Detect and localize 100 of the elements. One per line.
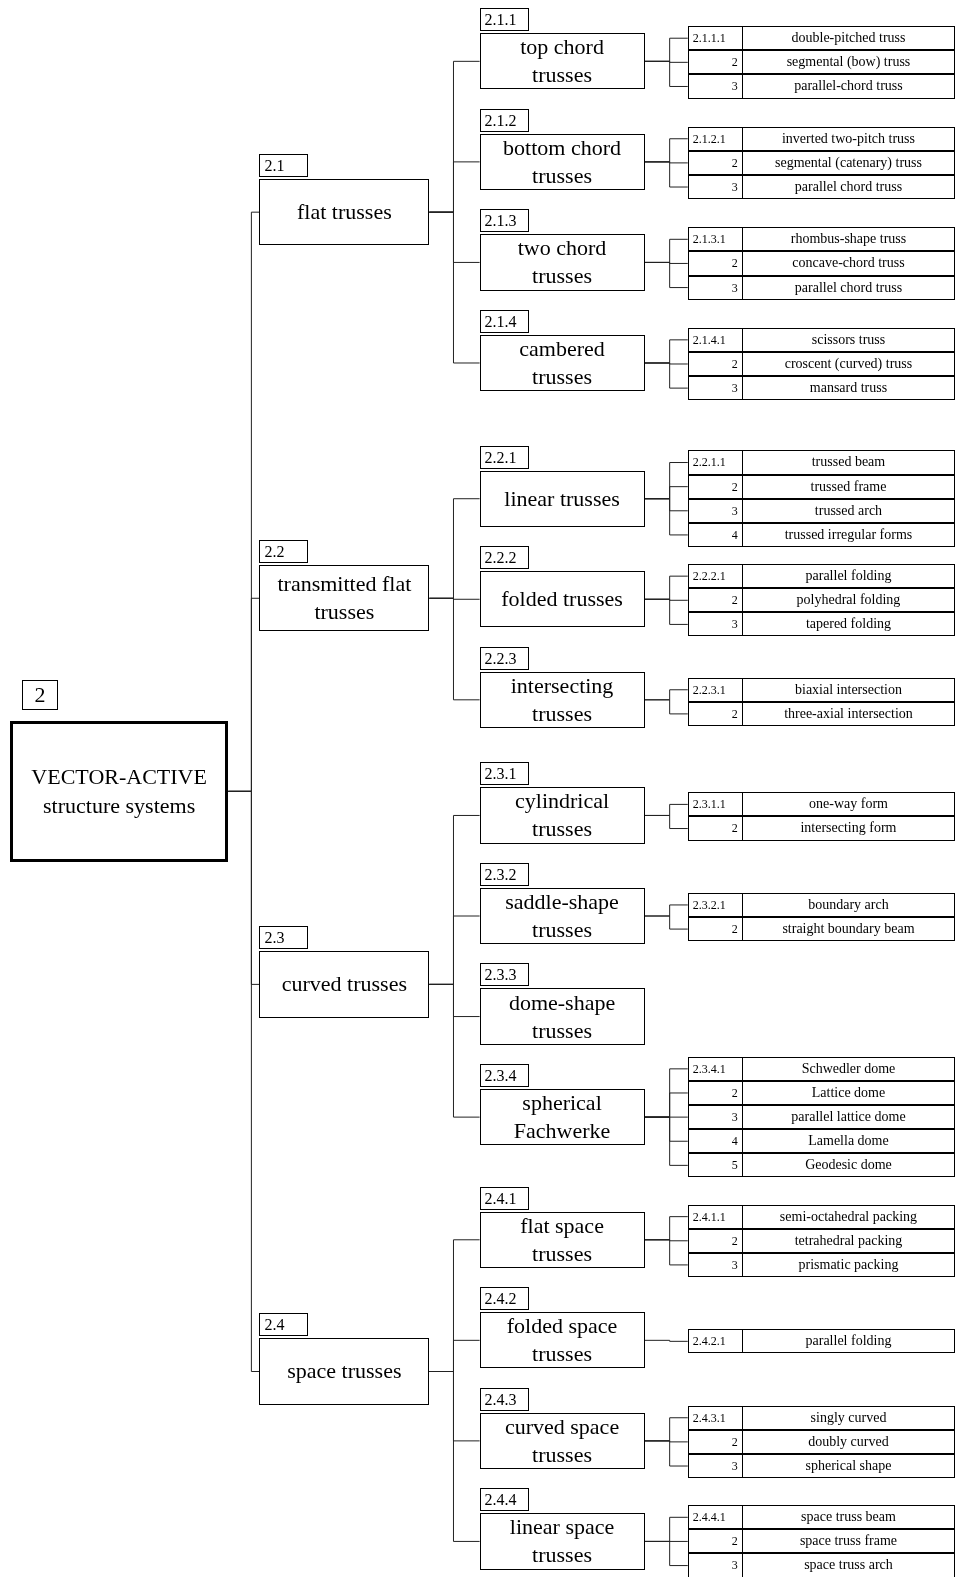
number-tag: 2.2.2	[479, 546, 529, 570]
leaf-label: Lattice dome	[810, 1083, 887, 1102]
leaf-label: parallel-chord truss	[793, 77, 904, 96]
leaf-row	[687, 498, 956, 523]
leaf-row	[687, 26, 956, 51]
leaf-label: concave-chord truss	[791, 254, 906, 273]
leaf-row	[687, 275, 956, 300]
leaf-row	[687, 1252, 956, 1277]
category-label: two chord trusses	[516, 234, 608, 291]
category-label: dome-shape trusses	[507, 988, 617, 1045]
connector-line	[644, 60, 689, 87]
number-cell: 3	[688, 276, 743, 299]
number-tag: 2.4	[259, 1313, 309, 1337]
number-tag: 2.4.1	[479, 1186, 529, 1210]
leaf-label: parallel chord truss	[793, 278, 904, 297]
leaf-label: double-pitched truss	[790, 29, 907, 48]
connector-line	[428, 211, 481, 364]
leaf-label: biaxial intersection	[794, 680, 903, 699]
number-cell: 2	[688, 51, 743, 74]
leaf-label: boundary arch	[807, 895, 890, 914]
connector-line	[644, 1440, 689, 1467]
leaf-row	[687, 1228, 956, 1253]
leaf-label: spherical shape	[804, 1456, 893, 1475]
category-label: top chord trusses	[519, 33, 605, 90]
leaf-label: doubly curved	[807, 1432, 890, 1451]
category-box	[479, 33, 645, 90]
leaf-label: parallel folding	[804, 1332, 893, 1351]
category-label: flat space trusses	[519, 1211, 605, 1268]
leaf-row	[687, 1405, 956, 1430]
number-tag: 2.3.4	[479, 1063, 529, 1087]
number-cell: 2	[688, 589, 743, 612]
number-cell: 2	[688, 918, 743, 941]
leaf-label: tetrahedral packing	[793, 1231, 904, 1250]
leaf-label: rhombus-shape truss	[789, 230, 908, 249]
category-label: flat trusses	[297, 198, 392, 227]
connector-line	[428, 1371, 481, 1542]
category-label: saddle-shape trusses	[504, 888, 620, 944]
number-cell: 4	[688, 523, 743, 546]
category-label: curved trusses	[281, 970, 407, 999]
leaf-label: Schwedler dome	[800, 1059, 897, 1078]
leaf-label: straight boundary beam	[781, 920, 916, 938]
category-box	[479, 1312, 645, 1369]
number-tag: 2.3.2	[479, 862, 529, 886]
leaf-row	[687, 74, 956, 99]
number-tag: 2.3	[259, 926, 309, 950]
leaf-label: segmental (catenary) truss	[774, 153, 923, 172]
category-box	[479, 470, 645, 527]
leaf-row	[687, 450, 956, 475]
category-box	[479, 234, 645, 291]
category-box	[259, 951, 430, 1018]
number-tag: 2.2.3	[479, 646, 529, 670]
category-box	[479, 1211, 645, 1268]
leaf-row	[687, 522, 956, 547]
number-cell: 2.4.2.1	[688, 1330, 743, 1353]
leaf-label: singly curved	[809, 1408, 888, 1427]
connector-line	[644, 161, 689, 188]
number-cell: 2.3.1.1	[688, 793, 743, 816]
number-cell: 2	[688, 352, 743, 376]
connector-line	[644, 362, 689, 389]
leaf-row	[687, 174, 956, 200]
category-box	[259, 178, 430, 246]
connector-line	[644, 1116, 689, 1166]
leaf-row	[687, 1329, 956, 1354]
category-box	[479, 133, 645, 190]
number-cell: 2.3.4.1	[688, 1057, 743, 1080]
leaf-row	[687, 1204, 956, 1229]
category-box	[479, 1088, 645, 1146]
leaf-row	[687, 474, 956, 499]
leaf-row	[687, 917, 956, 942]
category-label: bottom chord trusses	[502, 133, 622, 190]
category-box	[479, 787, 645, 844]
number-cell: 2	[688, 702, 743, 725]
leaf-label: trussed irregular forms	[783, 525, 914, 544]
connector-line	[644, 699, 689, 715]
category-box	[479, 571, 645, 628]
number-cell: 3	[688, 1554, 743, 1577]
leaf-label: space truss beam	[800, 1508, 897, 1527]
leaf-row	[687, 1080, 956, 1106]
leaf-label: tapered folding	[804, 615, 893, 634]
number-cell: 2	[688, 252, 743, 275]
number-cell: 3	[688, 1253, 743, 1276]
connector-line	[644, 498, 689, 536]
leaf-row	[687, 1105, 956, 1130]
category-label: linear trusses	[504, 484, 620, 513]
leaf-label: mansard truss	[808, 379, 889, 398]
connector-line	[644, 814, 689, 830]
leaf-label: scissors truss	[810, 330, 887, 349]
number-cell: 2	[688, 1229, 743, 1252]
leaf-label: parallel lattice dome	[790, 1108, 907, 1127]
leaf-row	[687, 612, 956, 637]
leaf-label: prismatic packing	[797, 1255, 900, 1274]
leaf-row	[687, 1505, 956, 1530]
number-tag: 2.4.4	[479, 1488, 529, 1512]
category-box	[259, 1338, 430, 1405]
number-cell: 2	[688, 1081, 743, 1105]
category-box	[259, 565, 430, 632]
category-label: VECTOR-ACTIVE structure systems	[30, 763, 208, 821]
number-cell: 5	[688, 1154, 743, 1177]
leaf-row	[687, 50, 956, 75]
number-cell: 2.3.2.1	[688, 893, 743, 916]
